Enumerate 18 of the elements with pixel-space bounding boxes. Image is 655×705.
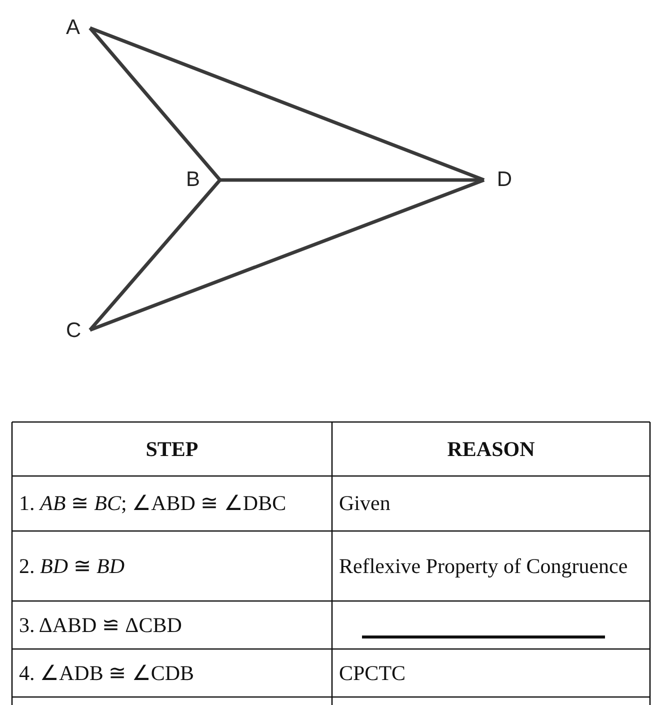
step-text: 3. ΔABD ≌ ΔCBD — [19, 612, 182, 638]
reason-text: CPCTC — [339, 660, 406, 686]
line-segment — [88, 178, 222, 332]
step-text: 1. AB ≅ BC; ∠ABD ≅ ∠DBC — [19, 490, 286, 517]
line-segment — [89, 26, 485, 182]
column-header: REASON — [446, 436, 536, 462]
vertex-label: C — [66, 321, 90, 341]
vertex-label: A — [66, 18, 90, 38]
vertex-label: D — [484, 170, 512, 190]
line-segment — [220, 178, 484, 182]
line-segment — [89, 178, 485, 332]
reason-text: Reflexive Property of Congruence — [339, 552, 628, 580]
step-text: 2. BD ≅ BD — [19, 552, 124, 580]
column-header: STEP — [144, 436, 200, 462]
reason-text: Given — [339, 490, 390, 517]
line-segment — [88, 26, 222, 182]
vertex-label: B — [186, 170, 220, 190]
step-text: 4. ∠ADB ≅ ∠CDB — [19, 660, 194, 686]
